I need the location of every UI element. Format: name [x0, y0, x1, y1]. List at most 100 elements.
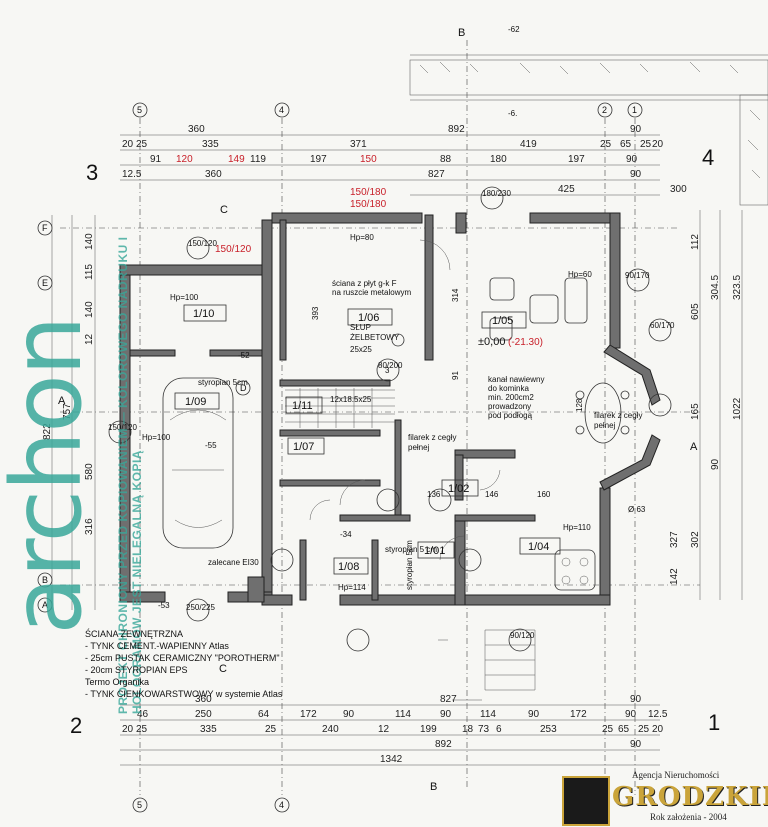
top-dimension-text: 360 892 90 20 25 335 371 419 25 65 25 20…: [122, 124, 687, 195]
left-dimension-text: 822 757 580 316 140 115 140 12: [42, 215, 96, 610]
svg-text:F: F: [42, 223, 48, 233]
svg-text:-34: -34: [340, 530, 352, 539]
svg-text:172: 172: [300, 709, 317, 720]
svg-text:±0,00: ±0,00: [478, 336, 505, 348]
svg-text:300: 300: [670, 184, 687, 195]
svg-text:Hp=80: Hp=80: [350, 233, 374, 242]
wall-legend: ŚCIANA ZEWNĘTRZNA - TYNK CEMENT.-WAPIENN…: [85, 628, 345, 700]
svg-text:ŻELBETOWY: ŻELBETOWY: [350, 333, 400, 342]
svg-text:140: 140: [84, 233, 95, 250]
room-1-10: 1/10: [193, 308, 214, 320]
grid-axis-lines: [60, 40, 700, 795]
car-outline: [162, 377, 234, 549]
watermark-logo-word: archon: [0, 317, 103, 635]
svg-text:prowadzony: prowadzony: [488, 402, 531, 411]
room-1-05: 1/05: [492, 315, 513, 327]
svg-text:C: C: [220, 204, 228, 216]
dim-top-892: 892: [448, 124, 465, 135]
svg-text:425: 425: [558, 184, 575, 195]
svg-text:128: 128: [575, 398, 584, 412]
svg-text:styropian 5 cm: styropian 5 cm: [385, 545, 437, 554]
svg-text:757: 757: [62, 403, 73, 420]
svg-text:25: 25: [640, 139, 652, 150]
svg-text:827: 827: [440, 694, 457, 705]
svg-text:C: C: [219, 663, 227, 675]
svg-text:Hp=110: Hp=110: [563, 523, 591, 532]
svg-text:min. 200cm2: min. 200cm2: [488, 393, 534, 402]
agency-name: GRODZKIE: [612, 782, 768, 812]
svg-text:pełnej: pełnej: [408, 443, 430, 452]
svg-text:(-21.30): (-21.30): [508, 337, 543, 348]
svg-text:90: 90: [626, 154, 638, 165]
svg-text:90: 90: [343, 709, 355, 720]
legend-line-5: - TYNK CIENKOWARSTWOWY w systemie Atlas: [85, 689, 283, 699]
svg-text:25: 25: [136, 139, 148, 150]
svg-text:5: 5: [137, 105, 142, 115]
svg-text:91: 91: [150, 154, 162, 165]
entrance-steps: [438, 629, 536, 701]
bottom-dimension-lines: [120, 704, 660, 766]
svg-text:323.5: 323.5: [732, 275, 743, 300]
stairs: [285, 388, 395, 428]
svg-text:zalecane EI30: zalecane EI30: [208, 558, 259, 567]
svg-text:360: 360: [195, 694, 212, 705]
svg-text:136: 136: [427, 490, 441, 499]
svg-text:114: 114: [480, 709, 496, 720]
svg-text:25: 25: [600, 139, 612, 150]
svg-text:142: 142: [669, 568, 680, 585]
quadrant-2: 2: [70, 713, 82, 738]
svg-text:6: 6: [496, 724, 502, 735]
svg-text:5: 5: [137, 800, 142, 810]
svg-text:80/200: 80/200: [378, 361, 403, 370]
svg-text:-62: -62: [508, 25, 520, 34]
svg-text:146: 146: [485, 490, 499, 499]
room-labels: 1/10 1/09 1/06 1/05 1/11 1/07 1/02 1/01 …: [174, 304, 561, 575]
svg-text:18: 18: [462, 724, 474, 735]
svg-text:150/120: 150/120: [188, 239, 217, 248]
svg-text:A: A: [58, 395, 66, 407]
svg-text:4: 4: [279, 105, 284, 115]
svg-text:112: 112: [690, 234, 701, 250]
svg-text:20: 20: [122, 724, 134, 735]
svg-text:114: 114: [395, 709, 411, 720]
svg-text:90: 90: [528, 709, 540, 720]
svg-text:419: 419: [520, 139, 537, 150]
svg-text:25x25: 25x25: [350, 345, 372, 354]
svg-text:1: 1: [632, 105, 637, 115]
svg-text:304.5: 304.5: [710, 275, 721, 300]
right-dimension-text: 1022 605 323.5 304.5 327 302 112 165 142…: [669, 210, 743, 600]
svg-text:253: 253: [540, 724, 557, 735]
svg-text:filarek z cegły: filarek z cegły: [408, 433, 456, 442]
svg-text:822: 822: [42, 423, 53, 440]
svg-text:Ø 63: Ø 63: [628, 505, 646, 514]
axis-markers-left: F E B A D: [37, 220, 251, 613]
svg-text:180: 180: [490, 154, 507, 165]
legend-line-4: Termo Organika: [85, 677, 150, 687]
svg-text:Hp=100: Hp=100: [170, 293, 199, 302]
svg-text:ściana z płyt g-k F: ściana z płyt g-k F: [332, 279, 397, 288]
dim-top-360: 360: [188, 124, 205, 135]
quadrant-1: 1: [708, 710, 720, 735]
svg-text:115: 115: [84, 264, 95, 280]
svg-text:360: 360: [205, 169, 222, 180]
svg-text:do kominka: do kominka: [488, 384, 529, 393]
svg-text:filarek z cegły: filarek z cegły: [594, 411, 642, 420]
bottom-dimension-text: 360 827 90 46 250 64 172 90 114 90 114 9…: [122, 694, 668, 765]
svg-text:90: 90: [630, 739, 642, 750]
svg-text:197: 197: [568, 154, 585, 165]
svg-text:150/120: 150/120: [108, 423, 137, 432]
svg-text:kanał nawiewny: kanał nawiewny: [488, 375, 544, 384]
svg-text:90: 90: [630, 169, 642, 180]
agency-established: Rok założenia - 2004: [650, 812, 727, 822]
svg-text:90: 90: [630, 694, 642, 705]
svg-text:64: 64: [258, 709, 270, 720]
living-furniture: [489, 277, 630, 591]
svg-text:Hp=100: Hp=100: [142, 433, 171, 442]
svg-text:12: 12: [378, 724, 390, 735]
svg-text:B: B: [42, 575, 48, 585]
svg-text:65: 65: [618, 724, 630, 735]
svg-text:316: 316: [84, 518, 95, 535]
room-1-08: 1/08: [338, 561, 359, 573]
svg-text:25: 25: [136, 724, 148, 735]
legend-title: ŚCIANA ZEWNĘTRZNA: [85, 629, 184, 639]
